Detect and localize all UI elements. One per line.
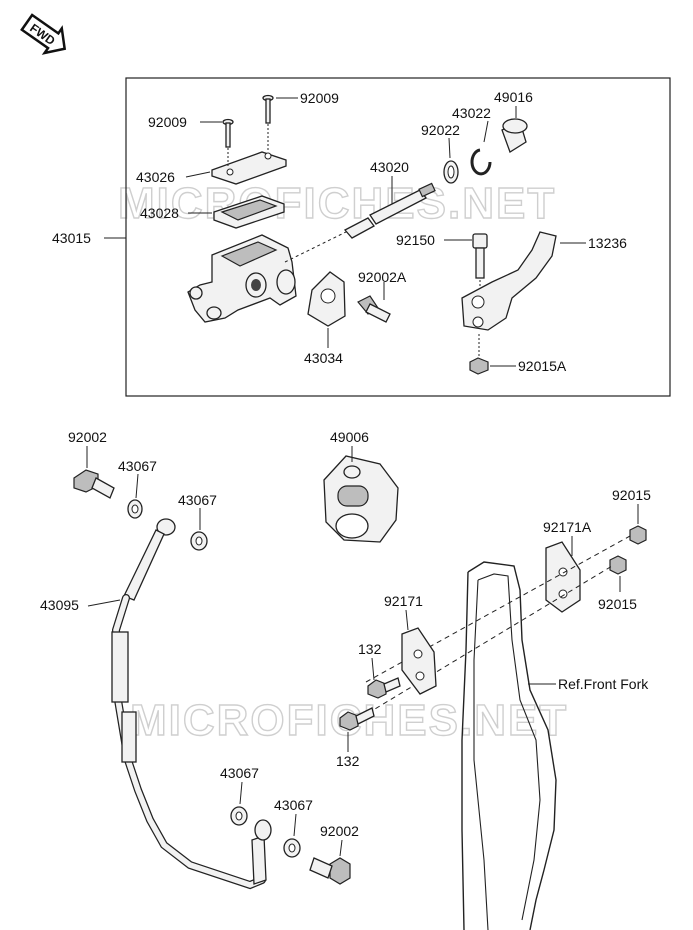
washer-92022 xyxy=(443,160,459,184)
washer-43067-a xyxy=(127,499,143,519)
fwd-arrow-icon: FWD xyxy=(20,13,67,55)
master-cylinder-body xyxy=(187,234,297,323)
label-13236: 13236 xyxy=(588,235,627,251)
nut-92015A xyxy=(469,357,489,375)
label-ref-front-fork: Ref.Front Fork xyxy=(558,676,649,692)
front-fork-outline xyxy=(461,561,557,930)
label-92015-upper: 92015 xyxy=(612,487,651,503)
label-43067-a: 43067 xyxy=(118,458,157,474)
bolt-132-upper xyxy=(367,677,401,699)
banjo-bolt-92002-top xyxy=(73,469,115,499)
bracket-92171 xyxy=(401,627,437,695)
label-132-upper: 132 xyxy=(358,641,382,657)
label-92015-lower: 92015 xyxy=(598,596,637,612)
label-92002-top: 92002 xyxy=(68,429,107,445)
label-43034: 43034 xyxy=(304,350,343,366)
nut-92015-lower xyxy=(609,555,627,575)
label-43095: 43095 xyxy=(40,597,79,613)
label-92002-bottom: 92002 xyxy=(320,823,359,839)
nut-92015-upper xyxy=(629,525,647,545)
brake-hose-43095 xyxy=(111,518,272,890)
label-92009-right: 92009 xyxy=(300,90,339,106)
label-92015A: 92015A xyxy=(518,358,567,374)
label-92150: 92150 xyxy=(396,232,435,248)
brake-lever-13236 xyxy=(461,231,557,331)
bolt-92002A xyxy=(357,295,391,323)
circlip-43022 xyxy=(470,148,492,176)
label-43028: 43028 xyxy=(140,205,179,221)
screw-92009-left xyxy=(222,118,234,148)
watermark-top: MICROFICHES.NET xyxy=(118,179,556,228)
label-92171: 92171 xyxy=(384,593,423,609)
reservoir-cap-43026 xyxy=(211,151,287,185)
label-92022: 92022 xyxy=(421,122,460,138)
label-43067-c: 43067 xyxy=(220,765,259,781)
label-43015: 43015 xyxy=(52,230,91,246)
diaphragm-43028 xyxy=(213,195,285,229)
piston-kit-43020 xyxy=(284,182,436,263)
label-92171A: 92171A xyxy=(543,519,592,535)
washer-43067-c xyxy=(230,806,248,826)
washer-43067-b xyxy=(190,531,208,551)
washer-43067-d xyxy=(283,838,301,858)
label-43026: 43026 xyxy=(136,169,175,185)
label-92009-left: 92009 xyxy=(148,114,187,130)
clamp-43034 xyxy=(307,271,346,327)
bolt-132-lower xyxy=(339,707,375,731)
hose-guide-49006 xyxy=(323,455,399,543)
label-43067-b: 43067 xyxy=(178,492,217,508)
screw-92009-right xyxy=(262,94,274,124)
label-43067-d: 43067 xyxy=(274,797,313,813)
dust-boot-49016 xyxy=(501,118,528,153)
label-49016: 49016 xyxy=(494,89,533,105)
group-frame xyxy=(125,77,671,397)
label-132-lower: 132 xyxy=(336,753,360,769)
bracket-92171A xyxy=(545,541,581,613)
label-43020: 43020 xyxy=(370,159,409,175)
label-43022: 43022 xyxy=(452,105,491,121)
pivot-bolt-92150 xyxy=(472,233,488,279)
banjo-bolt-92002-bottom xyxy=(309,857,351,885)
label-49006: 49006 xyxy=(330,429,369,445)
label-92002A: 92002A xyxy=(358,269,407,285)
